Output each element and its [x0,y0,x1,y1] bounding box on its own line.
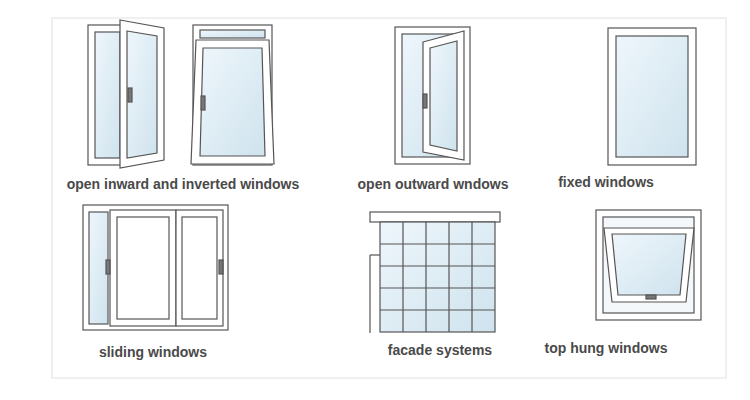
tilt-window [191,25,274,165]
caption: top hung windows [466,340,746,356]
caption: fixed windows [466,174,746,190]
outward-window [395,27,470,164]
caption: open inward and inverted windows [43,176,323,192]
caption: open outward wndows [293,176,573,192]
panel-border [52,18,726,378]
inward-window [88,20,164,168]
top-hung-window [596,210,701,320]
caption: facade systems [300,342,580,358]
facade-system [370,212,500,333]
sliding-window [83,205,228,330]
fixed-window [608,28,696,165]
caption: sliding windows [13,344,293,360]
